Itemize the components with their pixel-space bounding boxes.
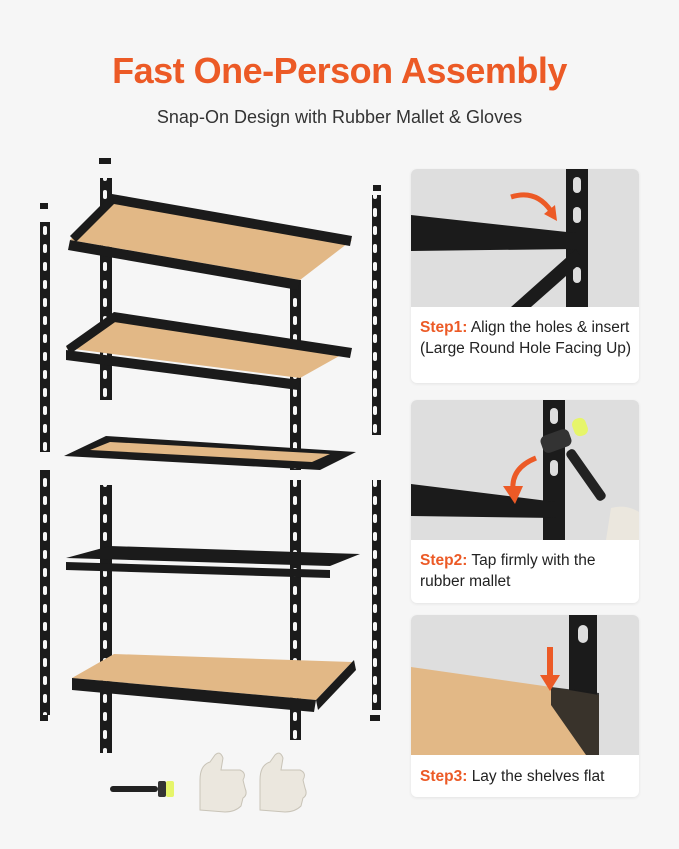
shelf-beam bbox=[114, 312, 352, 358]
shelf-beam bbox=[66, 562, 330, 578]
rack-post bbox=[40, 470, 50, 715]
step-2-text: Tap firmly with the rubber mallet bbox=[420, 552, 596, 590]
page-subtitle: Snap-On Design with Rubber Mallet & Glov… bbox=[156, 107, 523, 127]
step-1-card: Step1: Align the holes & insert (Large R… bbox=[411, 169, 639, 383]
arrow-icon bbox=[510, 192, 554, 213]
step-3-caption: Step3: Lay the shelves flat bbox=[420, 766, 633, 787]
rack-clip bbox=[373, 185, 381, 191]
arrow-icon bbox=[547, 647, 553, 679]
shelving-rack-illustration bbox=[40, 158, 381, 753]
rack-post bbox=[40, 222, 50, 452]
shelf-board bbox=[72, 654, 352, 700]
rubber-mallet-icon bbox=[110, 781, 174, 797]
step-3-text: Lay the shelves flat bbox=[471, 768, 605, 785]
step-2-photo bbox=[411, 400, 639, 540]
rack-clip bbox=[40, 715, 48, 721]
rack-clip bbox=[370, 715, 380, 721]
rack-post bbox=[372, 480, 381, 710]
step-3-photo bbox=[411, 615, 639, 755]
shelf-beam bbox=[70, 194, 118, 242]
step-2-card: Step2: Tap firmly with the rubber mallet bbox=[411, 400, 639, 603]
rack-clip bbox=[99, 158, 111, 164]
step-1-text: Align the holes & insert (Large Round Ho… bbox=[420, 319, 632, 357]
step-1-label: Step1: bbox=[420, 319, 468, 336]
rack-post bbox=[372, 195, 381, 435]
step-2-caption: Step2: Tap firmly with the rubber mallet bbox=[420, 550, 633, 592]
step-1-caption: Step1: Align the holes & insert (Large R… bbox=[420, 317, 633, 359]
shelf-beam bbox=[112, 194, 352, 246]
shelf-beam bbox=[72, 678, 316, 712]
shelf-beam bbox=[316, 660, 356, 710]
rack-clip bbox=[40, 203, 48, 209]
rack-post bbox=[100, 485, 112, 753]
glove-icon bbox=[199, 752, 247, 813]
rack-post bbox=[290, 480, 301, 740]
page-title: Fast One-Person Assembly bbox=[112, 50, 567, 91]
accessories-illustration bbox=[110, 752, 307, 813]
step-1-photo bbox=[411, 169, 639, 307]
shelf-board bbox=[70, 198, 352, 280]
step-2-label: Step2: bbox=[420, 552, 468, 569]
step-3-card: Step3: Lay the shelves flat bbox=[411, 615, 639, 797]
shelf-beam bbox=[66, 350, 300, 390]
shelf-board bbox=[66, 315, 350, 378]
shelf-beam bbox=[66, 546, 360, 566]
rubber-mallet-icon bbox=[540, 417, 606, 501]
shelf-beam bbox=[66, 312, 118, 354]
glove-icon bbox=[259, 752, 307, 813]
shelf-beam bbox=[68, 240, 300, 290]
shelf-board bbox=[90, 442, 330, 462]
step-3-label: Step3: bbox=[420, 768, 468, 785]
